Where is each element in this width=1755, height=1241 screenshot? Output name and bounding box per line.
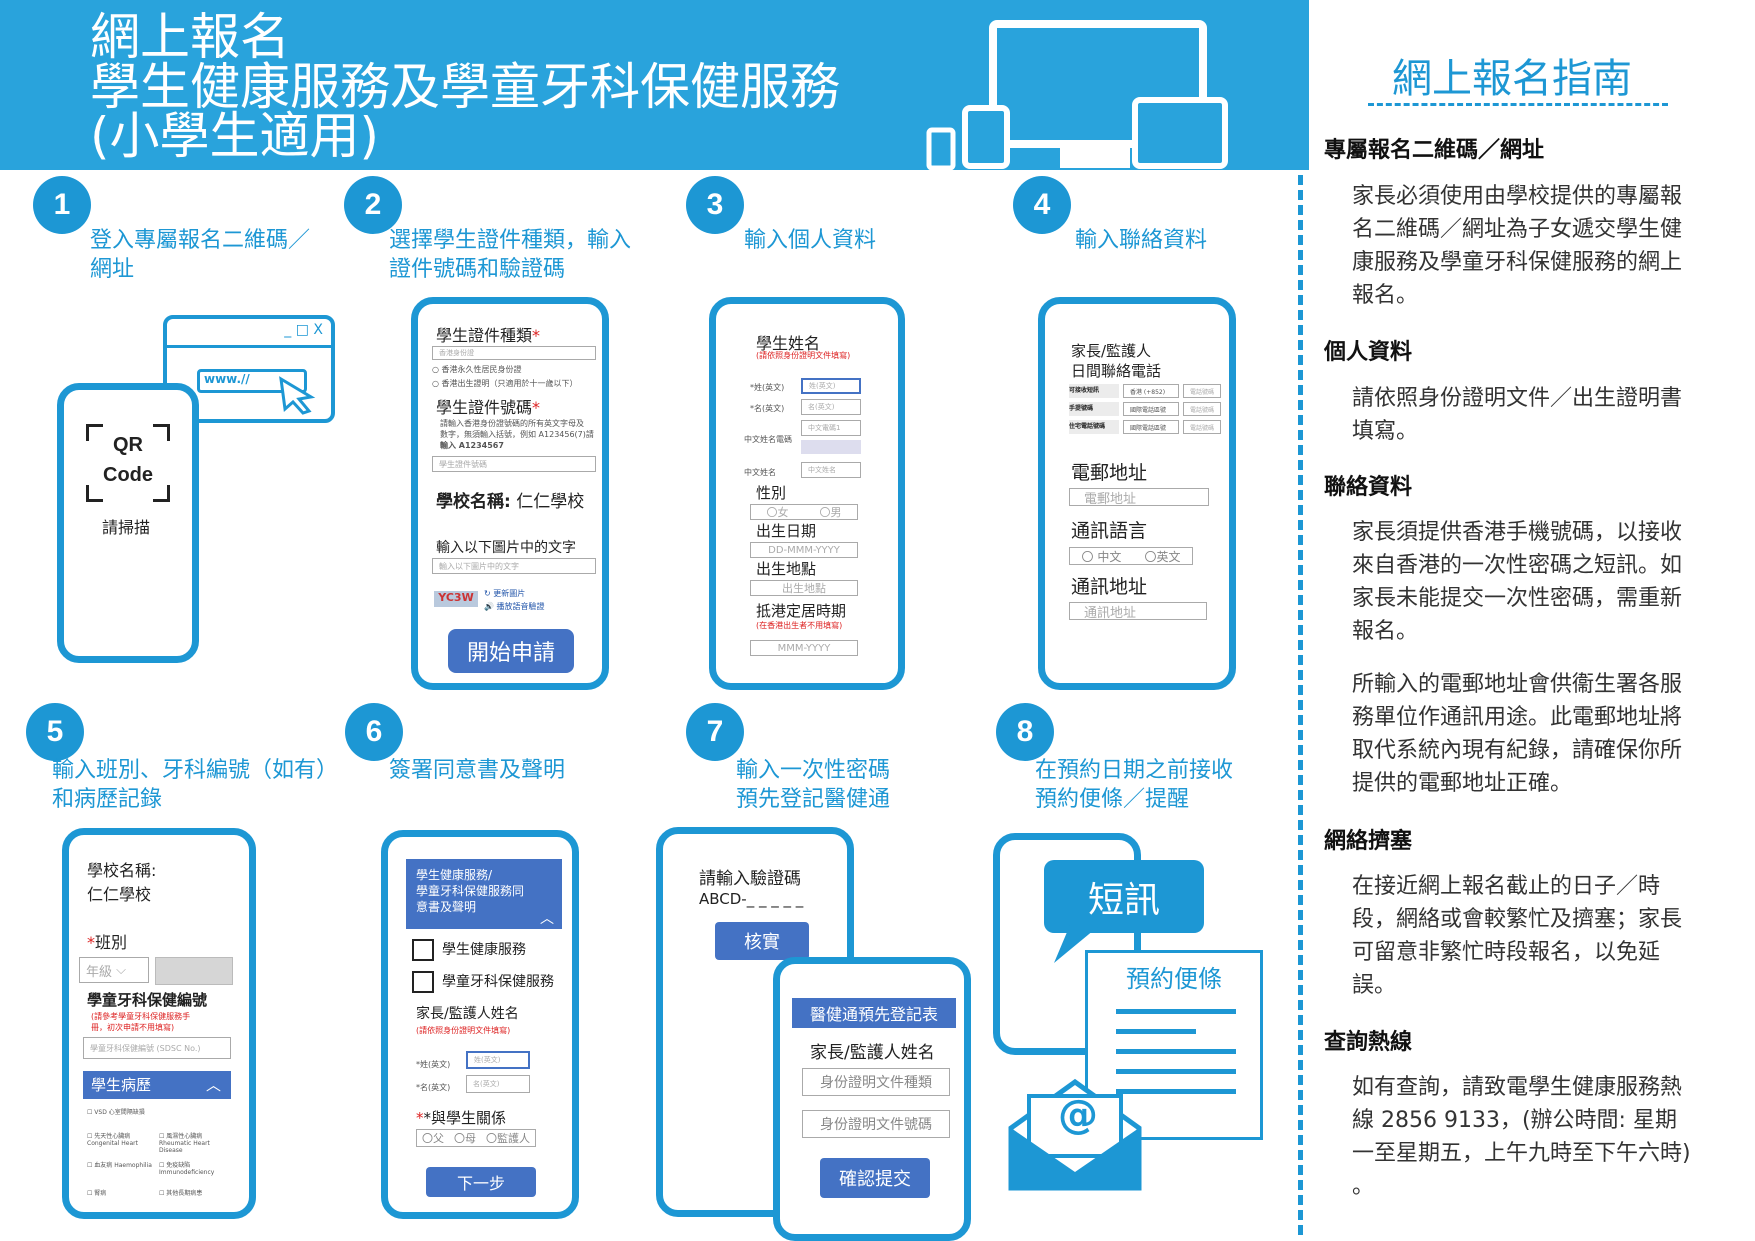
section-text-contact-1: 家長須提供香港手機號碼，以接收來自香港的一次性密碼之短訊。如家長未能提交一次性密… — [1352, 520, 1683, 644]
captcha-prompt: 輸入以下圖片中的文字 — [436, 540, 576, 556]
arrival-input[interactable]: MMM-YYYY — [750, 640, 858, 656]
devices-icon — [926, 20, 1228, 170]
step-5-title: 輸入班別、牙科編號（如有）和病歷記錄 — [52, 758, 339, 812]
step-1-number: 1 — [33, 176, 91, 234]
relationship-radio[interactable]: 〇父〇母〇監護人 — [416, 1129, 536, 1147]
sidebar-title: 網上報名指南 — [1392, 56, 1632, 102]
doc-no-label: 學生證件號碼* — [436, 398, 541, 417]
verify-button[interactable]: 核實 — [715, 922, 809, 960]
ehealth-header: 醫健通預先登記表 — [792, 998, 956, 1028]
phone-step-3: 學生姓名 (請依照身份證明文件填寫) *姓(英文) 姓(英文) *名(英文) 名… — [709, 297, 905, 690]
step-2-title: 選擇學生證件種類，輸入證件號碼和驗證碼 — [389, 228, 632, 282]
dob-input[interactable]: DD-MMM-YYYY — [750, 542, 858, 558]
window-controls: _ □ X — [284, 322, 323, 338]
step-4-title: 輸入聯絡資料 — [1075, 228, 1208, 253]
step-5-number: 5 — [26, 703, 84, 761]
qr-code-frame: QR Code — [86, 424, 170, 502]
section-text-qr: 家長必須使用由學校提供的專屬報名二維碼／網址為子女遞交學生健康服務及學童牙科保健… — [1352, 184, 1683, 308]
phone-step-1: QR Code 請掃描 — [57, 383, 199, 663]
phone-step-5: 學校名稱: 仁仁學校 *班別 年級 ⌵ 學童牙科保健編號 (請參考學童牙科保健服… — [62, 828, 256, 1219]
sms-bubble: 短訊 — [1044, 860, 1204, 933]
step-7-number: 7 — [686, 703, 744, 761]
header-banner: 網上報名 學生健康服務及學童牙科保健服務 (小學生適用) — [0, 0, 1309, 170]
sms-bubble-tail — [1054, 925, 1100, 963]
step-6-number: 6 — [345, 703, 403, 761]
step-4-number: 4 — [1013, 176, 1071, 234]
start-application-button[interactable]: 開始申請 — [448, 629, 574, 673]
doc-type-option-3[interactable]: ○ 香港出生證明（只適用於十一歲以下） — [432, 379, 578, 388]
guardian-surname-input[interactable]: 姓(英文) — [466, 1051, 530, 1069]
section-text-contact-2: 所輸入的電郵地址會供衞生署各服務單位作通訊用途。此電郵地址將取代系統內現有紀錄，… — [1352, 672, 1683, 796]
step-7-title: 輸入一次性密碼預先登記醫健通 — [736, 758, 891, 812]
step-8-title: 在預約日期之前接收預約便條／提醒 — [1035, 758, 1234, 812]
doc-type-select[interactable]: 香港身份證 — [432, 346, 596, 360]
sex-radio[interactable]: 〇女〇男 — [750, 504, 858, 520]
phone-step-7-front: 醫健通預先登記表 家長/監護人姓名 身份證明文件種類 身份證明文件號碼 確認提交 — [773, 957, 971, 1241]
section-text-network: 在接近網上報名截止的日子／時段，網絡或會較繁忙及擠塞；家長可留意非繁忙時段報名，… — [1352, 874, 1683, 998]
class-label: *班別 — [87, 933, 128, 952]
doc-type-option-2[interactable]: ○ 香港永久性居民身份證 — [432, 365, 522, 374]
refresh-captcha-link[interactable]: ↻ 更新圖片 — [484, 589, 526, 598]
scan-label: 請掃描 — [102, 518, 151, 537]
confirm-submit-button[interactable]: 確認提交 — [820, 1158, 930, 1198]
audio-captcha-link[interactable]: 🔊 播放語音驗證 — [484, 602, 545, 611]
student-name-label: 學生姓名 — [756, 334, 821, 353]
pob-input[interactable]: 出生地點 — [750, 580, 858, 596]
captcha-input[interactable]: 輸入以下圖片中的文字 — [432, 558, 596, 574]
section-text-personal: 請依照身份證明文件／出生證明書填寫。 — [1352, 386, 1683, 444]
verification-code[interactable]: ABCD-_ _ _ _ _ — [699, 890, 804, 908]
id-type-select[interactable]: 身份證明文件種類 — [802, 1068, 950, 1096]
title-line-2: 學生健康服務及學童牙科保健服務 — [90, 58, 840, 116]
step-6-title: 簽署同意書及聲明 — [389, 758, 566, 783]
next-button[interactable]: 下一步 — [426, 1167, 536, 1197]
title-line-3: (小學生適用) — [90, 107, 380, 165]
guardian-given-input[interactable]: 名(英文) — [466, 1075, 530, 1093]
school-name: 學校名稱: 仁仁學校 — [436, 492, 585, 512]
step-2-number: 2 — [344, 176, 402, 234]
language-radio[interactable]: 〇 中文〇英文 — [1069, 547, 1193, 565]
step-1-title: 登入專屬報名二維碼／網址 — [90, 228, 311, 282]
section-text-hotline: 如有查詢，請致電學生健康服務熱線 2856 9133，(辦公時間: 星期一至星期… — [1352, 1075, 1691, 1199]
grade-select[interactable]: 年級 ⌵ — [79, 957, 149, 983]
step-3-title: 輸入個人資料 — [744, 228, 877, 253]
sidebar-divider — [1298, 175, 1303, 1235]
url-bar: www.// — [197, 369, 307, 393]
relationship-label: **與學生關係 — [416, 1109, 507, 1127]
sidebar: 網上報名指南 專屬報名二維碼／網址 家長必須使用由學校提供的專屬報名二維碼／網址… — [1312, 0, 1755, 1241]
title-line-1: 網上報名 — [90, 8, 290, 66]
step-8-number: 8 — [996, 703, 1054, 761]
consent-header[interactable]: 學生健康服務/學童牙科保健服務同意書及聲明 ︿ — [406, 859, 562, 929]
phone-step-2: 學生證件種類* 香港身份證 ○ 香港永久性居民身份證 ○ 香港出生證明（只適用於… — [411, 297, 609, 690]
address-input[interactable]: 通訊地址 — [1069, 602, 1207, 620]
doc-type-label: 學生證件種類* — [436, 326, 541, 345]
phone-step-4: 家長/監護人 日間聯絡電話 可接收短訊 香港 (+852) 電話號碼 手提號碼 … — [1038, 297, 1236, 690]
doc-no-input[interactable]: 學生證件號碼 — [432, 456, 596, 472]
section-heading-network: 網絡擠塞 — [1324, 829, 1413, 854]
service-2-checkbox[interactable] — [412, 971, 434, 993]
browser-window: _ □ X www.// — [163, 315, 335, 423]
email-input[interactable]: 電郵地址 — [1069, 488, 1209, 506]
email-envelope-icon — [1008, 1078, 1142, 1191]
verification-prompt: 請輸入驗證碼 — [699, 869, 801, 889]
id-number-input[interactable]: 身份證明文件號碼 — [802, 1110, 950, 1138]
section-heading-hotline: 查詢熱線 — [1324, 1030, 1413, 1055]
chinese-code-input[interactable]: 中文電碼1 — [801, 420, 861, 436]
class-input[interactable] — [155, 957, 233, 985]
surname-input[interactable]: 姓(英文) — [801, 378, 861, 394]
section-heading-contact: 聯絡資料 — [1324, 475, 1413, 500]
service-1-checkbox[interactable] — [412, 939, 434, 961]
section-heading-qr: 專屬報名二維碼／網址 — [1324, 138, 1545, 163]
phone-step-6: 學生健康服務/學童牙科保健服務同意書及聲明 ︿ 學生健康服務 學童牙科保健服務 … — [381, 830, 579, 1219]
step-3-number: 3 — [686, 176, 744, 234]
medical-history-header[interactable]: 學生病歷︿ — [83, 1071, 231, 1099]
section-heading-personal: 個人資料 — [1324, 340, 1413, 365]
chinese-name-input[interactable]: 中文姓名 — [801, 462, 861, 478]
captcha-image: YC3W — [434, 591, 478, 607]
given-name-input[interactable]: 名(英文) — [801, 399, 861, 415]
at-symbol: @ — [1058, 1092, 1098, 1138]
dental-no-input[interactable]: 學童牙科保健編號 (SDSC No.) — [83, 1037, 231, 1059]
cursor-icon — [279, 376, 316, 415]
